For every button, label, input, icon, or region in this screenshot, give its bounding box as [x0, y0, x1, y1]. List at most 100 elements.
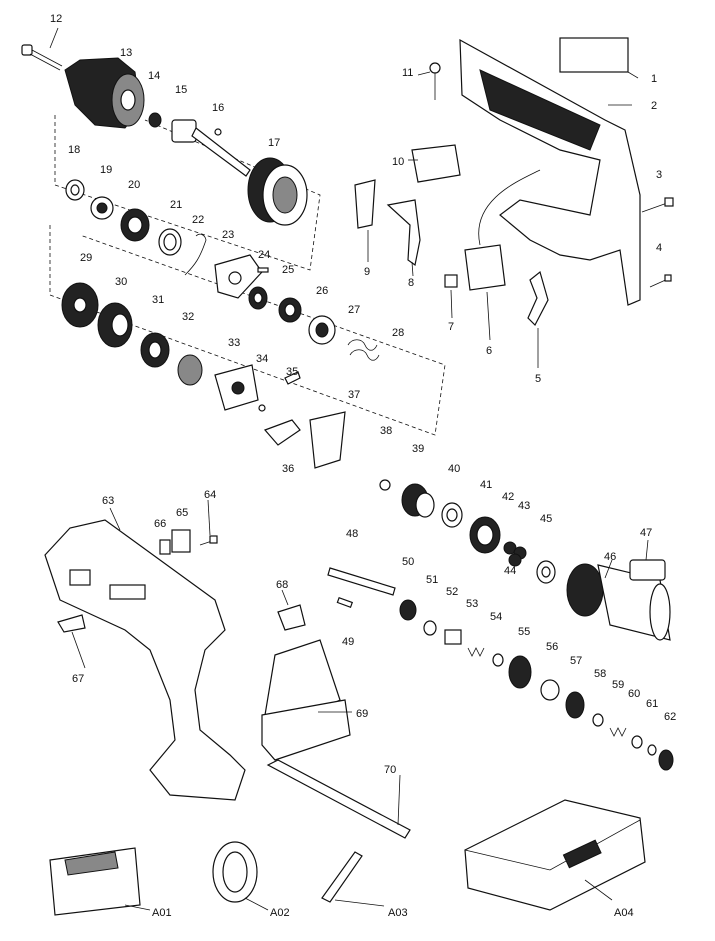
part-60-washer — [631, 735, 643, 749]
label-51: 51 — [426, 574, 438, 586]
label-18: 18 — [68, 144, 80, 156]
label-42: 42 — [502, 491, 514, 503]
label-4: 4 — [656, 242, 662, 254]
part-51-ring — [423, 620, 437, 636]
label-29: 29 — [80, 252, 92, 264]
part-70-bit-holder — [266, 759, 411, 839]
part-19-washer — [90, 196, 114, 220]
part-41-ring-gear — [469, 516, 501, 554]
label-13: 13 — [120, 47, 132, 59]
label-59: 59 — [612, 679, 624, 691]
label-12: 12 — [50, 13, 62, 25]
part-56-sleeve — [540, 679, 560, 701]
label-48: 48 — [346, 528, 358, 540]
label-26: 26 — [316, 285, 328, 297]
part-26-washer — [278, 297, 302, 323]
label-70: 70 — [384, 764, 396, 776]
part-58-washer — [592, 713, 604, 727]
part-67-clip — [57, 614, 86, 633]
label-7: 7 — [448, 321, 454, 333]
part-6-switch — [464, 169, 541, 291]
label-17: 17 — [268, 137, 280, 149]
part-62-gear — [658, 749, 674, 771]
label-23: 23 — [222, 229, 234, 241]
label-43: 43 — [518, 500, 530, 512]
part-57-gear — [565, 691, 585, 719]
part-42-43-44-gears — [503, 541, 527, 567]
accessory-a01-charger — [49, 847, 141, 916]
label-61: 61 — [646, 698, 658, 710]
part-28-spring — [347, 339, 380, 361]
label-20: 20 — [128, 179, 140, 191]
label-36: 36 — [282, 463, 294, 475]
label-32: 32 — [182, 311, 194, 323]
part-61-ring — [647, 744, 657, 756]
label-52: 52 — [446, 586, 458, 598]
part-32-gear — [177, 354, 203, 386]
part-52-sleeve — [444, 629, 462, 645]
label-22: 22 — [192, 214, 204, 226]
part-18-washer — [65, 179, 85, 201]
label-41: 41 — [480, 479, 492, 491]
part-69-battery — [261, 639, 351, 761]
part-31-bearing — [140, 332, 170, 368]
part-68-terminal — [277, 604, 306, 631]
label-54: 54 — [490, 611, 502, 623]
label-24: 24 — [258, 249, 270, 261]
label-39: 39 — [412, 443, 424, 455]
label-49: 49 — [342, 636, 354, 648]
part-15-spindle — [171, 119, 251, 177]
part-1-label — [559, 37, 629, 73]
part-63-housing — [44, 519, 246, 801]
label-31: 31 — [152, 294, 164, 306]
part-12-screw — [21, 44, 63, 71]
part-13-keyless-chuck — [64, 57, 145, 129]
part-29-carrier-plate — [61, 282, 99, 328]
label-10: 10 — [392, 156, 404, 168]
part-labels: 12 13 14 15 16 17 11 1 2 10 3 4 18 19 20… — [50, 13, 676, 919]
label-38: 38 — [380, 425, 392, 437]
label-53: 53 — [466, 598, 478, 610]
part-48-shaft — [327, 567, 396, 596]
label-63: 63 — [102, 495, 114, 507]
part-16-steel-ball — [214, 128, 222, 136]
part-34-steel-ball — [258, 404, 266, 412]
part-25-washer — [248, 286, 268, 310]
label-37: 37 — [348, 389, 360, 401]
label-6: 6 — [486, 345, 492, 357]
part-10-switch-lever — [411, 144, 461, 183]
label-5: 5 — [535, 373, 541, 385]
label-a04: A04 — [614, 907, 634, 919]
label-64: 64 — [204, 489, 216, 501]
part-55-gear — [508, 655, 532, 689]
label-11: 11 — [402, 67, 413, 79]
part-7-contact — [444, 274, 458, 288]
label-3: 3 — [656, 169, 662, 181]
label-69: 69 — [356, 708, 368, 720]
part-11-screw — [429, 62, 441, 100]
part-3-screw — [641, 197, 674, 213]
label-40: 40 — [448, 463, 460, 475]
label-30: 30 — [115, 276, 127, 288]
label-25: 25 — [282, 264, 294, 276]
label-14: 14 — [148, 70, 160, 82]
part-50-bearing — [399, 599, 417, 621]
part-40-washer — [441, 502, 463, 528]
label-16: 16 — [212, 102, 224, 114]
part-35-pin — [284, 371, 301, 385]
label-65: 65 — [176, 507, 188, 519]
label-50: 50 — [402, 556, 414, 568]
label-21: 21 — [170, 199, 182, 211]
part-9-switch-trigger — [354, 179, 376, 229]
part-64-screw — [199, 535, 218, 546]
part-53-spring — [467, 647, 485, 657]
label-57: 57 — [570, 655, 582, 667]
part-36-lever — [263, 419, 301, 446]
label-58: 58 — [594, 668, 606, 680]
part-24-pin — [257, 267, 269, 273]
label-2: 2 — [651, 100, 657, 112]
label-1: 1 — [651, 73, 657, 85]
label-a01: A01 — [152, 907, 172, 919]
leader-lines — [49, 27, 649, 911]
accessory-a03-driver-bit — [321, 851, 363, 903]
